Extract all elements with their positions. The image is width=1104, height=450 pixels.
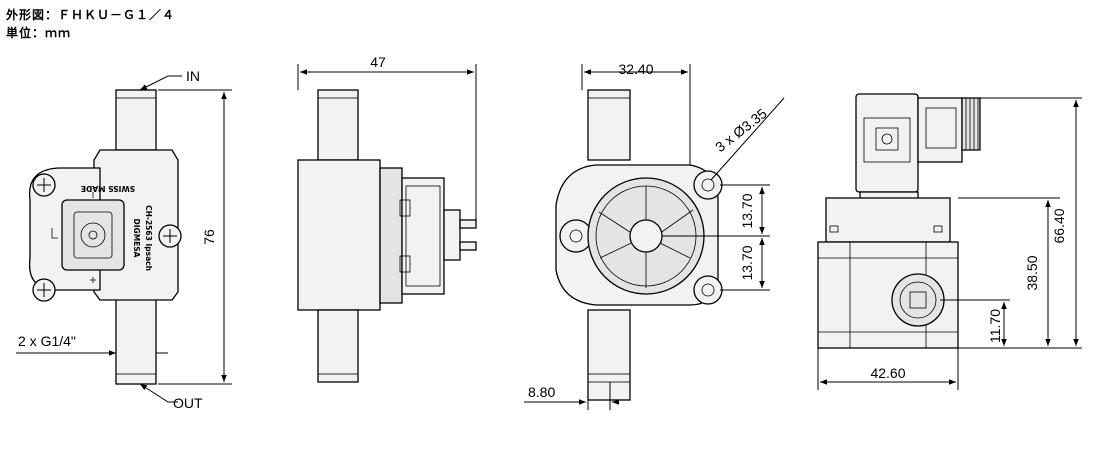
dim-total-height: 66.40	[1051, 208, 1067, 243]
screw-icon	[158, 224, 182, 248]
side-view: 47	[297, 54, 477, 383]
dim-body-width: 42.60	[870, 365, 905, 381]
cable-gland-icon	[961, 97, 981, 151]
dim-body-height: 38.50	[1024, 255, 1040, 290]
thread-label: 2 x G1/4"	[18, 333, 76, 349]
holes-label: 3 x Ø3.35	[712, 105, 770, 155]
dim-hole-spacing-b: 13.70	[739, 245, 755, 280]
dim-depth: 47	[370, 54, 386, 70]
unit-label: 単位：ｍｍ	[6, 26, 72, 40]
screw-icon	[32, 278, 56, 302]
address-label: CH-2563 Ipsach	[144, 205, 153, 271]
brand-label: DIGMESA	[132, 219, 141, 258]
dim-port-height: 11.70	[987, 309, 1003, 343]
drawing-title: 外形図：ＦＨＫＵ－Ｇ１／４	[6, 8, 176, 22]
made-label: SWISS MADE	[81, 184, 135, 193]
dim-height: 76	[201, 229, 217, 245]
dim-hole-spacing-a: 13.70	[739, 193, 755, 228]
screw-icon	[32, 173, 56, 197]
back-view: 32.40 3 x Ø3.35 13.70 13.70 8.80	[524, 61, 785, 410]
dim-offset: 8.80	[528, 384, 555, 400]
out-label: OUT	[173, 395, 203, 411]
dim-width: 32.40	[618, 61, 653, 77]
solenoid-view: 66.40 38.50 11.70 42.60	[817, 93, 1082, 390]
in-label: IN	[186, 68, 200, 84]
front-view: SWISS MADE DIGMESA CH-2563 Ipsach IN OUT…	[16, 68, 232, 411]
